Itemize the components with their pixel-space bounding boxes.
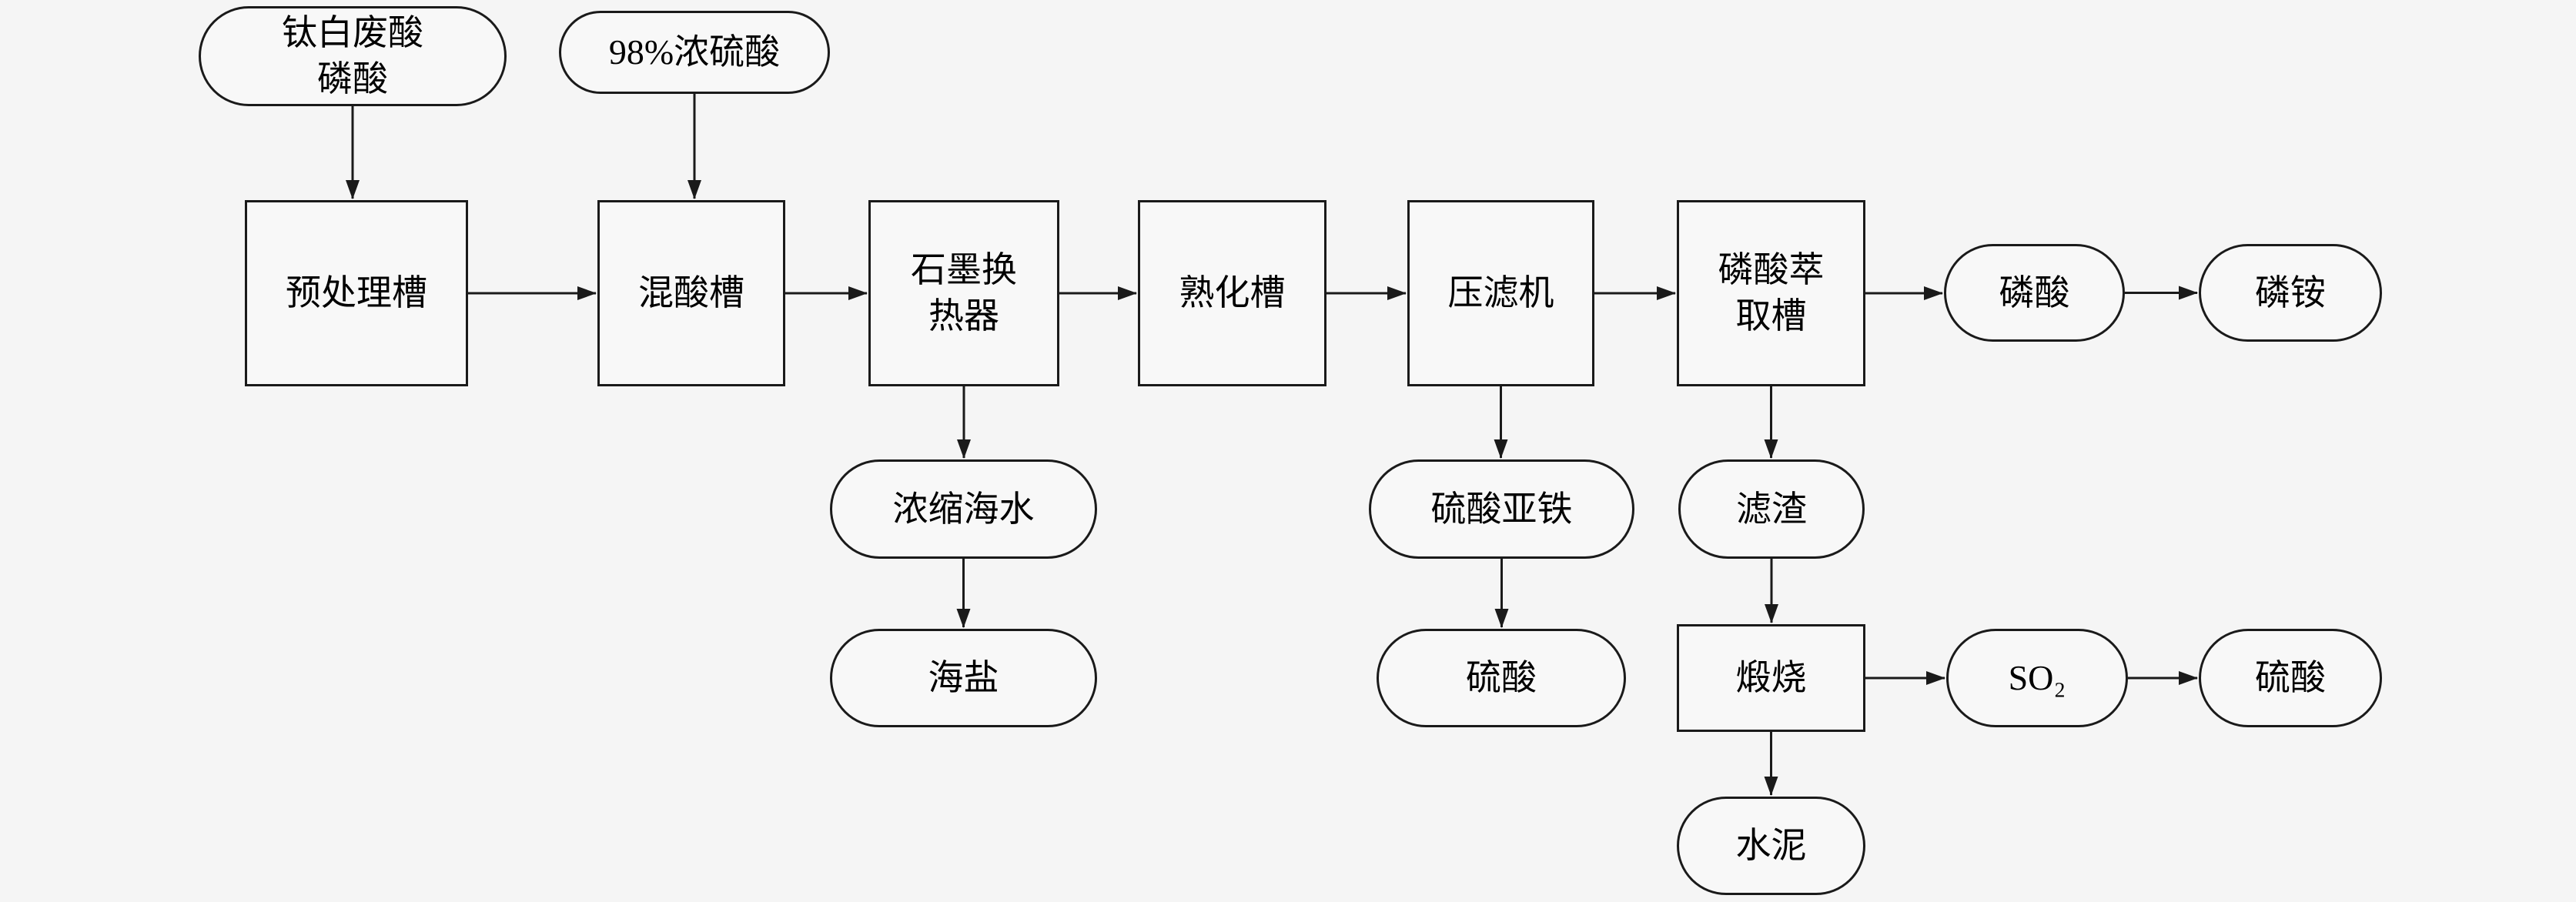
node-label: 磷铵 <box>2255 272 2326 312</box>
node-label: 压滤机 <box>1447 273 1554 313</box>
node-label: 石墨换 热器 <box>911 250 1017 336</box>
node-concentrated-seawater: 浓缩海水 <box>830 459 1097 559</box>
node-label: 硫酸 <box>1466 658 1537 698</box>
node-label: 熟化槽 <box>1179 273 1286 313</box>
node-phosphoric-acid-extraction-tank: 磷酸萃 取槽 <box>1677 200 1865 386</box>
node-concentrated-sulfuric-acid-input: 98%浓硫酸 <box>559 11 830 94</box>
node-label: 煅烧 <box>1735 658 1807 698</box>
node-filter-press: 压滤机 <box>1407 200 1594 386</box>
node-label: 钛白废酸 磷酸 <box>282 13 423 99</box>
node-label: 磷酸 <box>1999 272 2070 312</box>
node-calcination: 煅烧 <box>1677 624 1865 732</box>
node-label: 硫酸 <box>2255 658 2326 698</box>
node-sea-salt: 海盐 <box>830 629 1097 727</box>
node-filter-residue: 滤渣 <box>1678 459 1865 559</box>
node-label: 磷酸萃 取槽 <box>1718 250 1825 336</box>
node-ammonium-phosphate: 磷铵 <box>2199 244 2382 342</box>
node-label: 98%浓硫酸 <box>608 32 781 72</box>
node-so2-gas: SO₂ <box>1946 629 2128 727</box>
node-label: 水泥 <box>1735 826 1807 866</box>
node-label: 滤渣 <box>1736 489 1807 529</box>
node-label: 浓缩海水 <box>892 489 1035 529</box>
node-label: 预处理槽 <box>286 273 427 313</box>
node-label: SO₂ <box>2008 658 2066 698</box>
node-sulfuric-acid-byproduct-2: 硫酸 <box>2199 629 2382 727</box>
node-label: 硫酸亚铁 <box>1430 489 1573 529</box>
node-label: 海盐 <box>928 658 999 698</box>
node-cement: 水泥 <box>1677 797 1865 895</box>
node-sulfuric-acid-byproduct-1: 硫酸 <box>1377 629 1626 727</box>
node-phosphoric-acid: 磷酸 <box>1944 244 2125 342</box>
node-titanium-waste-acid-input: 钛白废酸 磷酸 <box>199 6 507 106</box>
node-graphite-heat-exchanger: 石墨换 热器 <box>868 200 1059 386</box>
node-ferrous-sulfate: 硫酸亚铁 <box>1369 459 1634 559</box>
node-label: 混酸槽 <box>638 273 744 313</box>
node-pretreatment-tank: 预处理槽 <box>245 200 468 386</box>
node-maturation-tank: 熟化槽 <box>1138 200 1326 386</box>
node-mixed-acid-tank: 混酸槽 <box>597 200 785 386</box>
